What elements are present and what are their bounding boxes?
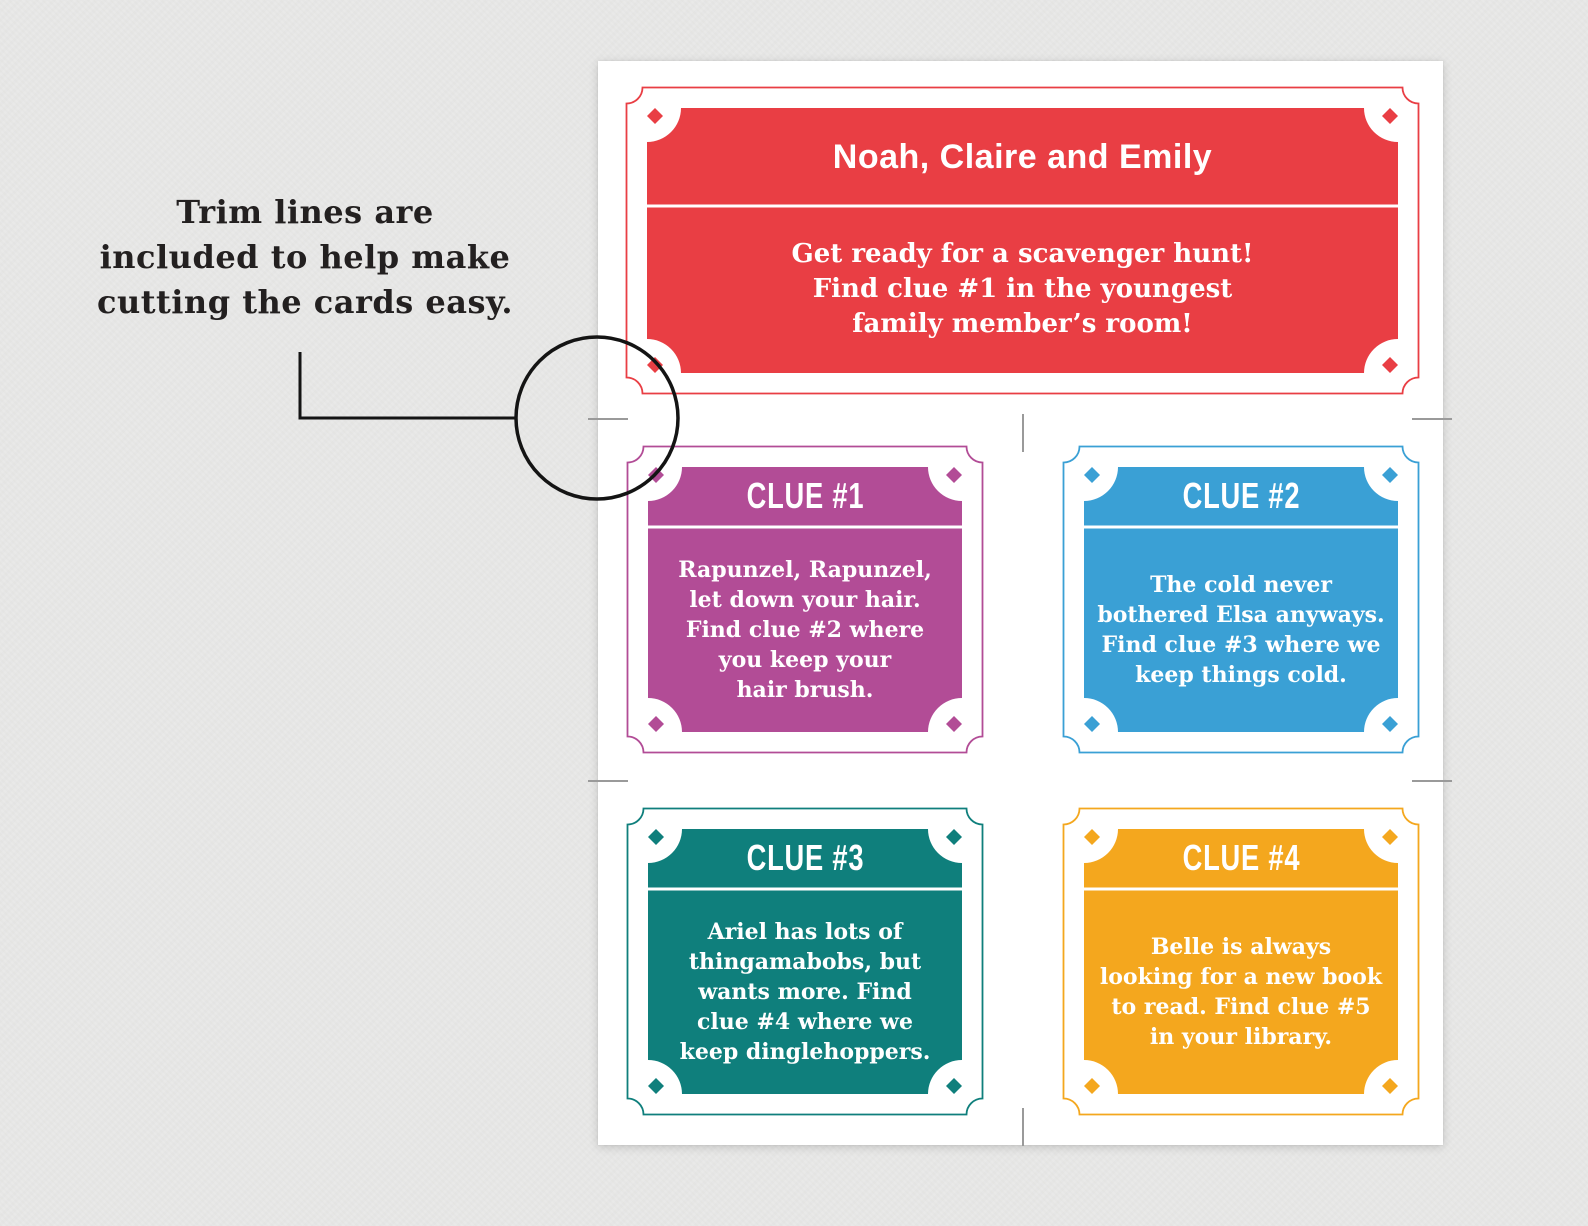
body-line: to read. Find clue #5 [1111,993,1371,1020]
trim-mark-center-top [1022,414,1024,452]
header-card: Noah, Claire and Emily Get ready for a s… [625,86,1420,395]
body-line: keep dinglehoppers. [679,1038,931,1065]
clue-card-4: CLUE #4 Belle is always looking for a ne… [1062,807,1420,1116]
clue-card-3-title-text: CLUE #3 [746,838,864,879]
clue-card-4-body: Belle is always looking for a new book t… [1096,889,1386,1094]
card-frame-ornament [626,807,984,1116]
body-line: keep things cold. [1135,661,1347,688]
trim-mark-left-middle [588,780,628,782]
body-line: Rapunzel, Rapunzel, [678,556,932,583]
body-line: family member’s room! [852,309,1193,339]
clue-card-3-title: CLUE #3 [648,829,962,889]
clue-card-2-title: CLUE #2 [1084,467,1398,527]
clue-card-2-title-text: CLUE #2 [1182,476,1300,517]
annotation-line: included to help make [99,238,511,276]
callout-connector-line [298,352,517,420]
body-line: wants more. Find [698,978,912,1005]
body-line: Find clue #1 in the youngest [812,274,1233,304]
card-frame-ornament [1062,807,1420,1116]
card-frame-ornament [625,86,1420,395]
body-line: Find clue #2 where [685,616,925,643]
clue-card-1-body: Rapunzel, Rapunzel, let down your hair. … [660,527,950,732]
trim-mark-left-top [588,418,628,420]
trim-mark-right-top [1412,418,1452,420]
body-line: looking for a new book [1099,963,1383,990]
body-line: Belle is always [1150,933,1332,960]
card-frame-ornament [1062,445,1420,754]
body-line: Find clue #3 where we [1101,631,1381,658]
trim-mark-center-bottom [1022,1108,1024,1146]
clue-card-4-title: CLUE #4 [1084,829,1398,889]
header-card-body: Get ready for a scavenger hunt! Find clu… [659,206,1386,373]
body-line: thingamabobs, but [688,948,922,975]
body-line: in your library. [1149,1023,1333,1050]
body-line: bothered Elsa anyways. [1097,601,1385,628]
trim-mark-right-middle [1412,780,1452,782]
clue-card-3-body: Ariel has lots of thingamabobs, but want… [660,889,950,1094]
body-line: Ariel has lots of [707,918,903,945]
clue-card-1-title: CLUE #1 [648,467,962,527]
annotation-line: cutting the cards easy. [96,283,514,321]
body-line: you keep your [718,646,892,673]
clue-card-3: CLUE #3 Ariel has lots of thingamabobs, … [626,807,984,1116]
header-card-title: Noah, Claire and Emily [647,108,1398,206]
clue-card-2-body: The cold never bothered Elsa anyways. Fi… [1096,527,1386,732]
clue-card-1-title-text: CLUE #1 [746,476,864,517]
annotation-text: Trim lines are included to help make cut… [70,190,540,325]
clue-card-1: CLUE #1 Rapunzel, Rapunzel, let down you… [626,445,984,754]
body-line: clue #4 where we [697,1008,913,1035]
clue-card-2: CLUE #2 The cold never bothered Elsa any… [1062,445,1420,754]
body-line: let down your hair. [689,586,921,613]
header-card-title-text: Noah, Claire and Emily [832,137,1213,176]
body-line: hair brush. [736,676,874,703]
body-line: Get ready for a scavenger hunt! [791,239,1254,269]
print-sheet: Noah, Claire and Emily Get ready for a s… [598,61,1443,1145]
body-line: The cold never [1150,571,1332,598]
clue-card-4-title-text: CLUE #4 [1182,838,1300,879]
annotation-line: Trim lines are [176,193,434,231]
